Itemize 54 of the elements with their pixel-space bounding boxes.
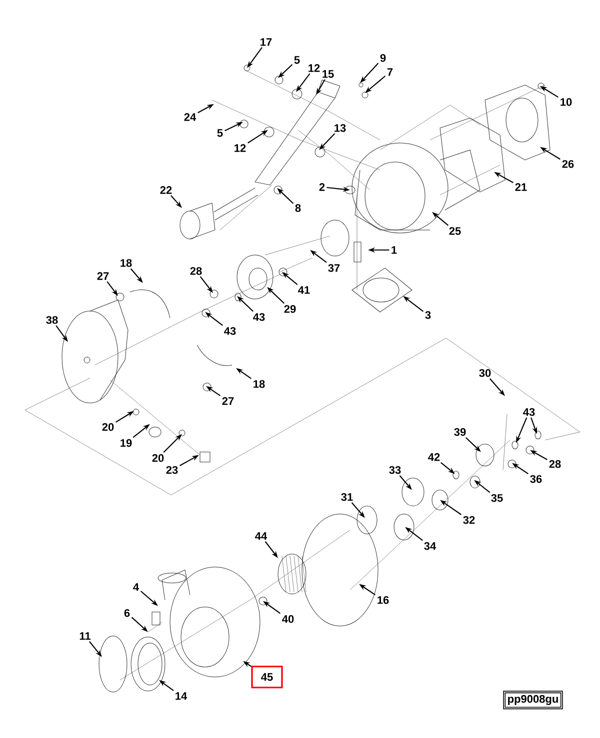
callout-number: 33 (389, 466, 401, 474)
callout-number: 34 (424, 542, 436, 550)
callout-number: 15 (322, 70, 334, 78)
callout-number: 10 (560, 98, 572, 106)
callout-number: 30 (479, 369, 491, 377)
callout-number: 25 (449, 227, 461, 235)
callout-number: 43 (523, 408, 535, 416)
callout-number: 11 (80, 632, 90, 640)
callout-number: 5 (294, 56, 300, 64)
callout-number: 43 (224, 327, 236, 335)
callout-number: 16 (378, 596, 389, 604)
callout-number: 5 (217, 129, 223, 137)
callout-number: 19 (120, 439, 132, 447)
callout-number: 9 (380, 54, 386, 62)
callout-number: 20 (152, 454, 164, 462)
highlighted-callout-number: 45 (251, 666, 283, 688)
callout-number: 24 (184, 113, 196, 121)
callout-number: 23 (166, 466, 178, 474)
callout-number: 27 (97, 272, 109, 280)
callout-number: 21 (515, 183, 527, 191)
callout-number: 2 (319, 183, 325, 191)
callout-number: 18 (120, 259, 132, 267)
callout-number: 13 (334, 124, 346, 132)
callout-number: 35 (491, 494, 503, 502)
callout-number: 1 (392, 246, 397, 254)
callout-number: 36 (530, 475, 542, 483)
callout-number: 18 (254, 380, 265, 388)
callout-number: 42 (428, 453, 440, 461)
callout-number: 22 (160, 186, 172, 194)
callout-number: 40 (282, 615, 294, 623)
callout-number: 3 (425, 311, 431, 319)
callout-number: 28 (549, 460, 561, 468)
callout-number: 26 (562, 160, 574, 168)
callout-number: 27 (222, 397, 234, 405)
callout-number: 28 (190, 267, 202, 275)
callout-number: 31 (341, 493, 353, 501)
figure-code-box: pp9008gu (503, 690, 563, 710)
callout-number: 14 (176, 692, 188, 700)
callout-number: 17 (260, 38, 272, 46)
callout-number: 39 (454, 428, 466, 436)
callout-number: 6 (124, 609, 130, 617)
callout-number: 8 (295, 204, 301, 212)
callout-number: 12 (234, 144, 246, 152)
callout-number: 20 (102, 423, 114, 431)
callout-number: 12 (308, 64, 320, 72)
callout-number: 32 (463, 516, 475, 524)
callout-number: 29 (284, 305, 296, 313)
callout-number: 44 (255, 532, 268, 540)
callout-number: 41 (298, 286, 310, 294)
callout-number: 43 (253, 313, 265, 321)
callout-number: 37 (328, 264, 340, 272)
callout-number: 38 (46, 316, 58, 324)
callout-number: 7 (387, 68, 393, 76)
callout-number: 4 (133, 583, 139, 591)
